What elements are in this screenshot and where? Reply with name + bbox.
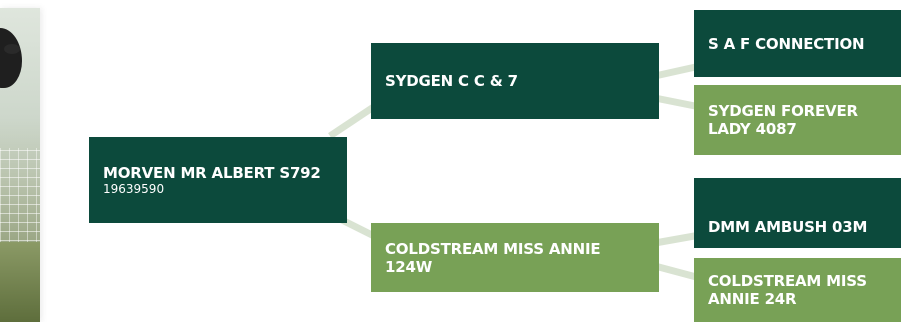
connector-subject-sire (328, 101, 380, 139)
connector-dam-damsire (654, 231, 701, 247)
grass (0, 242, 40, 322)
animal-head (0, 28, 22, 88)
animal-ear (4, 44, 20, 54)
sire-dam-box[interactable]: SYDGEN FOREVER LADY 4087 (694, 85, 901, 155)
animal-photo (0, 8, 40, 322)
connector-sire-siredam (654, 94, 701, 111)
subject-box[interactable]: MORVEN MR ALBERT S792 19639590 (89, 137, 347, 223)
dam-dam-box[interactable]: COLDSTREAM MISS ANNIE 24R (694, 258, 901, 322)
dam-sire-box[interactable]: DMM AMBUSH 03M (694, 178, 901, 248)
sire-name: SYDGEN C C & 7 (385, 72, 518, 90)
connector-dam-damdam (654, 262, 701, 282)
dam-dam-name: COLDSTREAM MISS ANNIE 24R (708, 272, 867, 308)
sire-box[interactable]: SYDGEN C C & 7 (371, 43, 659, 119)
connector-sire-siresire (654, 62, 701, 80)
subject-registration-id: 19639590 (103, 181, 165, 196)
subject-name: MORVEN MR ALBERT S792 (103, 163, 321, 182)
dam-name: COLDSTREAM MISS ANNIE 124W (385, 239, 601, 276)
sire-sire-box[interactable]: S A F CONNECTION (694, 10, 901, 77)
dam-sire-name: DMM AMBUSH 03M (708, 218, 868, 236)
sire-dam-name: SYDGEN FOREVER LADY 4087 (708, 102, 858, 138)
sire-sire-name: S A F CONNECTION (708, 34, 865, 53)
dam-box[interactable]: COLDSTREAM MISS ANNIE 124W (371, 223, 659, 292)
